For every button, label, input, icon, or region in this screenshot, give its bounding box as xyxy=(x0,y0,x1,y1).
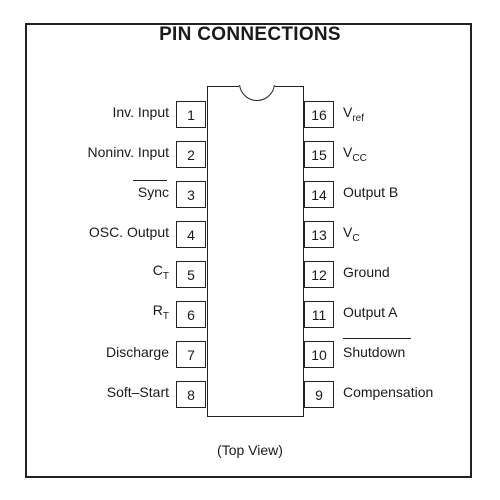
pin-5-label-sub: T xyxy=(162,271,169,282)
pin-12-label: Ground xyxy=(343,264,390,280)
ic-package-body xyxy=(207,86,304,417)
pin-8-label: Soft–Start xyxy=(106,384,169,400)
pin-13-label: VC xyxy=(343,223,360,244)
pin-8-box: 8 xyxy=(176,381,206,408)
pin-13-label-sub: C xyxy=(352,233,360,244)
pin-16-label: Vref xyxy=(343,103,364,124)
pin-13-label-main: V xyxy=(343,224,353,240)
pin-16-label-sub: ref xyxy=(352,113,365,124)
pin-13-box: 13 xyxy=(304,221,334,248)
pin-5-label: CT xyxy=(153,261,169,282)
pin-15-label-sub: CC xyxy=(352,153,367,164)
pin-12-box: 12 xyxy=(304,261,334,288)
pin-16-label-main: V xyxy=(343,104,353,120)
pin-15-label: VCC xyxy=(343,143,367,164)
pin-16-box: 16 xyxy=(304,101,334,128)
pin-9-label: Compensation xyxy=(343,384,434,400)
pin-14-label: Output B xyxy=(343,184,399,200)
pin-7-box: 7 xyxy=(176,341,206,368)
pin-4-box: 4 xyxy=(176,221,206,248)
pin-3-label: Sync xyxy=(137,184,169,200)
pin-11-box: 11 xyxy=(304,301,334,328)
diagram-frame xyxy=(25,23,472,478)
pin-10-overbar xyxy=(343,338,411,339)
pin-2-box: 2 xyxy=(176,141,206,168)
pin-5-box: 5 xyxy=(176,261,206,288)
pin-7-label: Discharge xyxy=(105,344,169,360)
pin-6-box: 6 xyxy=(176,301,206,328)
pin-1-box: 1 xyxy=(176,101,206,128)
pin-3-box: 3 xyxy=(176,181,206,208)
pin-10-label: Shutdown xyxy=(343,344,406,360)
pin-6-label-sub: T xyxy=(162,311,169,322)
pin-15-label-main: V xyxy=(343,144,353,160)
pin-4-label: OSC. Output xyxy=(88,224,169,240)
view-caption: (Top View) xyxy=(217,442,283,458)
diagram-title: PIN CONNECTIONS xyxy=(159,24,341,45)
pin-5-label-main: C xyxy=(152,262,163,278)
pin-9-box: 9 xyxy=(304,381,334,408)
pin-15-box: 15 xyxy=(304,141,334,168)
pin-3-overbar xyxy=(133,180,167,181)
pin-6-label: RT xyxy=(153,301,169,322)
orientation-notch xyxy=(239,85,275,102)
pin-6-label-main: R xyxy=(152,302,163,318)
pin-11-label: Output A xyxy=(343,304,398,320)
pin-14-box: 14 xyxy=(304,181,334,208)
pin-10-box: 10 xyxy=(304,341,334,368)
pin-1-label: Inv. Input xyxy=(112,104,169,120)
pin-2-label: Noninv. Input xyxy=(87,144,169,160)
